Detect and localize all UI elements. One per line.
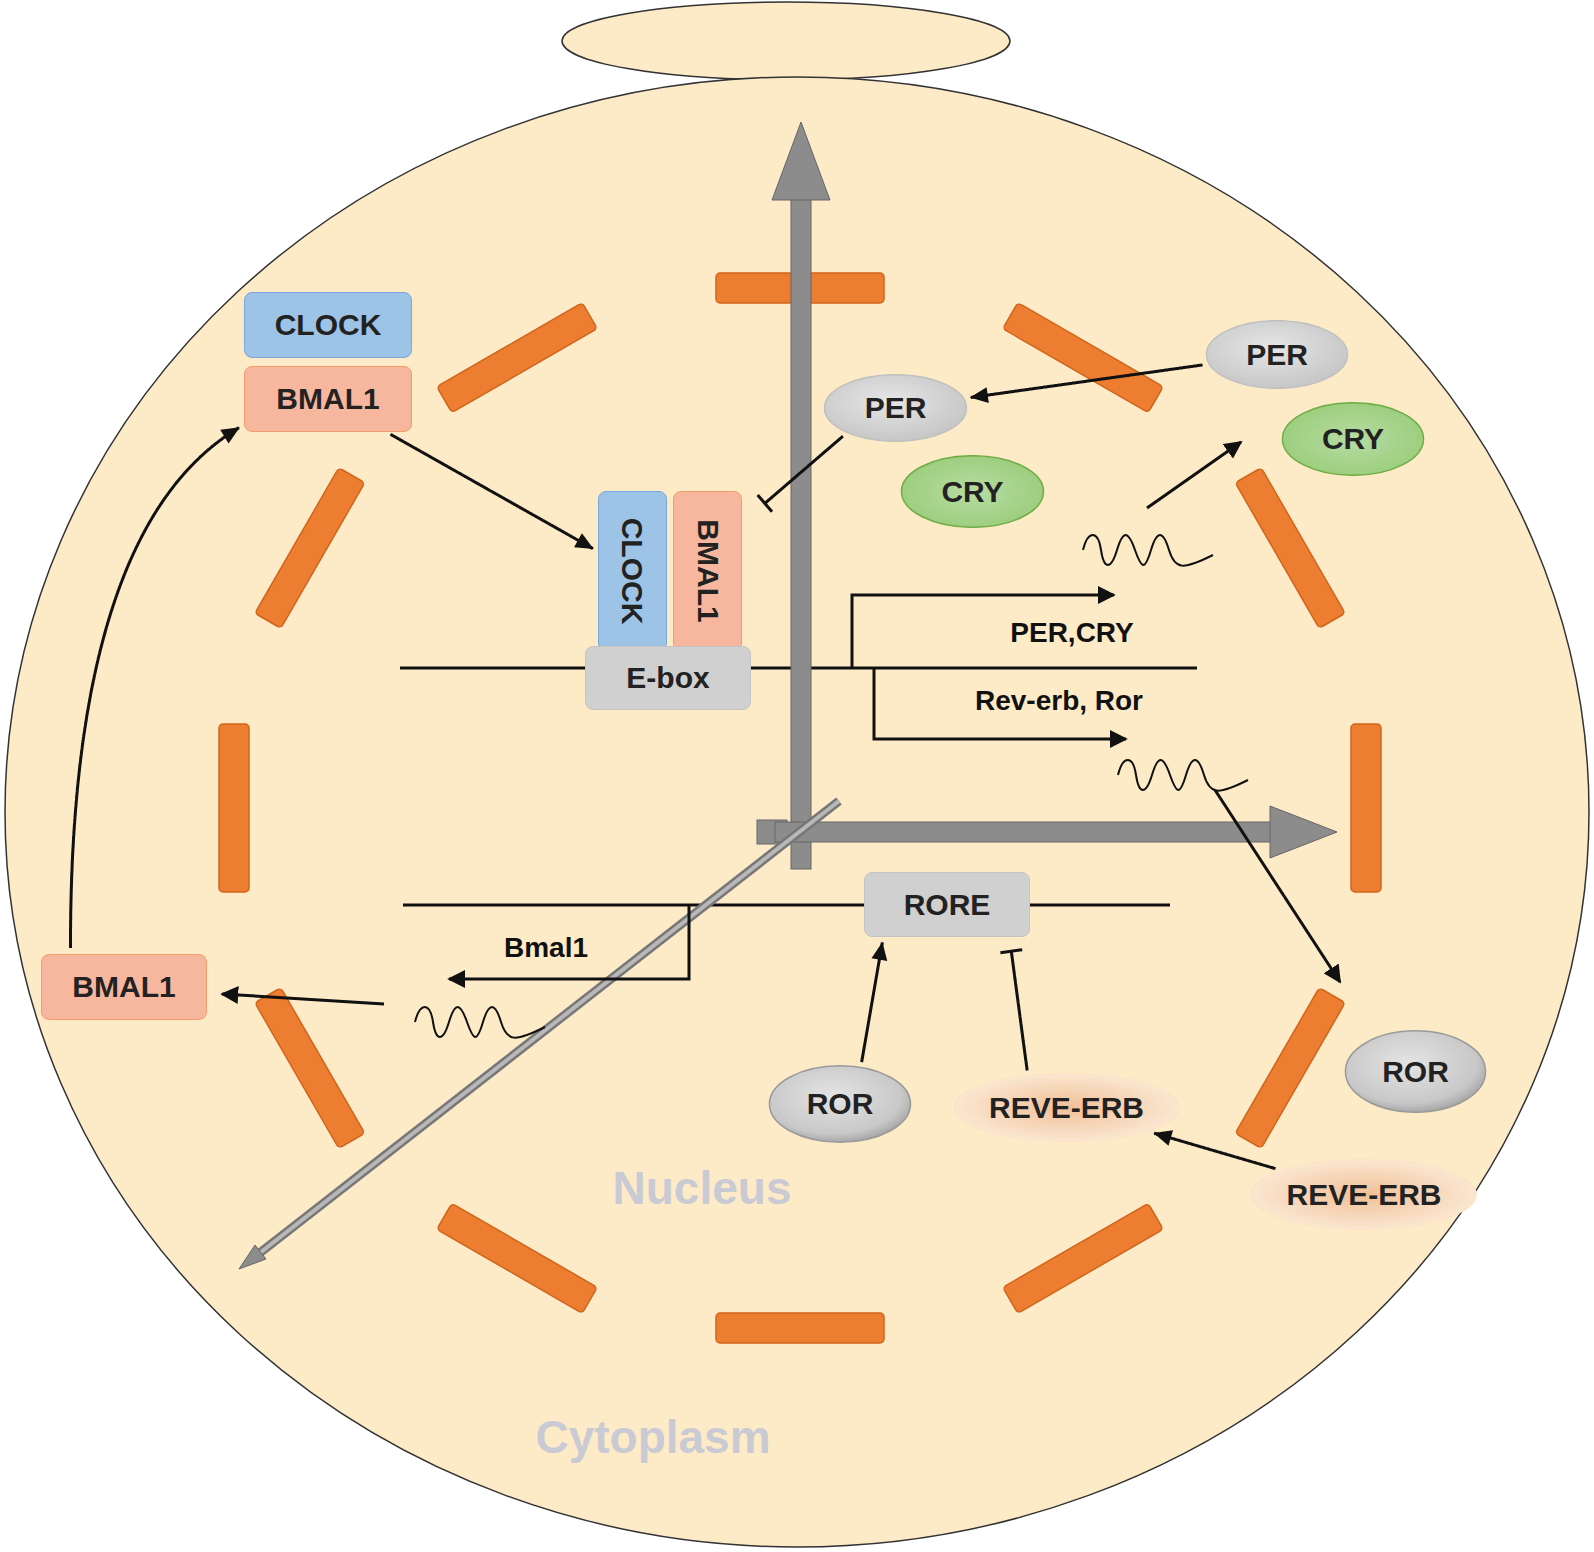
node-label: RORE (904, 890, 991, 920)
envelope-dash (1003, 1203, 1163, 1313)
envelope-dash (255, 468, 365, 628)
protein-ellipse: ROR (768, 1065, 912, 1143)
top-ellipse (562, 2, 1010, 80)
protein-box: CLOCK (598, 491, 667, 651)
node-label: ROR (1382, 1057, 1449, 1087)
node-label: PER (1246, 340, 1308, 370)
mrna (1083, 535, 1213, 566)
mrna (1118, 760, 1248, 791)
axis-head (239, 1245, 266, 1269)
axis-shaft (775, 822, 1272, 842)
node-label: CRY (941, 477, 1003, 507)
gene-label: Bmal1 (504, 933, 588, 964)
envelope-dash (255, 988, 365, 1148)
gene-label: Rev-erb, Ror (975, 686, 1143, 717)
node-label: CLOCK (618, 518, 648, 625)
protein-ellipse: REVE-ERB (952, 1073, 1181, 1142)
axis-shaft (791, 198, 811, 869)
protein-ellipse: REVE-ERB (1249, 1159, 1478, 1230)
envelope-dash (437, 1203, 597, 1313)
protein-ellipse: ROR (1344, 1030, 1487, 1113)
envelope-dash (1351, 724, 1381, 892)
axis-head (772, 122, 830, 200)
arrow-connector (862, 942, 888, 1062)
node-label: CLOCK (275, 310, 382, 340)
protein-box: BMAL1 (673, 491, 742, 651)
node-label: BMAL1 (693, 519, 723, 622)
dna-line (403, 904, 1170, 907)
protein-ellipse: CRY (900, 455, 1045, 528)
region-label: Nucleus (613, 1163, 792, 1214)
arrow-connector (390, 434, 593, 549)
translation-arrow (1147, 442, 1241, 508)
arrow-connector (71, 427, 240, 948)
promoter-box: E-box (585, 646, 751, 710)
inhibition-connector (758, 436, 843, 512)
protein-ellipse: PER (823, 374, 968, 442)
protein-box: BMAL1 (244, 366, 412, 432)
envelope-dash (437, 303, 597, 413)
arrow-connector (1154, 1130, 1276, 1168)
region-label: Cytoplasm (535, 1412, 770, 1463)
arrow-connector (970, 365, 1203, 403)
node-label: BMAL1 (72, 972, 175, 1002)
transcription-arrow (449, 905, 689, 979)
cell-outline (5, 77, 1589, 1547)
inhibition-connector (1000, 950, 1027, 1071)
envelope-dash (1235, 988, 1345, 1148)
axis-head (1270, 806, 1337, 858)
node-label: REVE-ERB (1286, 1180, 1441, 1210)
translation-arrow (1215, 790, 1340, 982)
node-label: REVE-ERB (989, 1093, 1144, 1123)
protein-ellipse: PER (1205, 320, 1349, 389)
protein-ellipse: CRY (1281, 402, 1425, 476)
translation-arrow (222, 994, 384, 1004)
protein-box: BMAL1 (41, 954, 207, 1020)
envelope-dash (716, 1313, 884, 1343)
node-label: ROR (807, 1089, 874, 1119)
node-label: PER (865, 393, 927, 423)
axis-diagonal (252, 801, 839, 1259)
envelope-dash (219, 724, 249, 892)
promoter-box: RORE (864, 872, 1030, 937)
gene-label: PER,CRY (1010, 618, 1133, 649)
node-label: CRY (1322, 424, 1384, 454)
envelope-dash (1235, 468, 1345, 628)
mrna (415, 1007, 545, 1038)
node-label: BMAL1 (276, 384, 379, 414)
envelope-dash (1003, 303, 1163, 413)
axis-diagonal (252, 801, 839, 1259)
protein-box: CLOCK (244, 292, 412, 358)
node-label: E-box (626, 663, 709, 693)
